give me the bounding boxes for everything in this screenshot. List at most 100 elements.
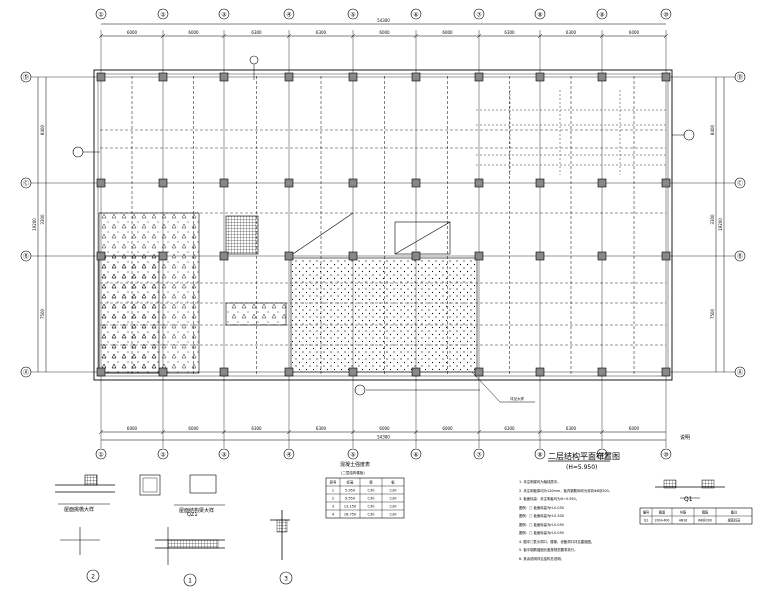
note-6: 图例：□ 板面标高为H-0.050	[519, 522, 564, 527]
dim-top-span-6: 6000	[442, 30, 453, 35]
opening-box	[394, 221, 451, 255]
axis-bubble-left-3	[20, 250, 32, 262]
right-table-label: Q1	[684, 496, 693, 503]
column-1-2	[96, 178, 106, 188]
detail-2-title: 屋面结构梁大样	[179, 508, 215, 514]
note-1: 1. 未注明梁均为轴线居中。	[519, 480, 561, 484]
dim-bottom-tick-1	[98, 429, 104, 435]
section-marker-right	[683, 129, 695, 141]
column-8-1	[535, 72, 545, 82]
building-outline	[93, 69, 673, 381]
dim-bottom-span-2: 6000	[188, 426, 199, 431]
section-marker-bottom	[354, 384, 366, 396]
axis-label-top-9: ⑨	[599, 12, 604, 19]
dim-right-span-3: 7500	[710, 308, 715, 319]
dim-top-tick-9	[599, 33, 605, 39]
detail-2-section	[189, 474, 217, 494]
note-5: 图例：□ 板面标高为H-0.300	[519, 514, 564, 518]
axis-label-top-2: ②	[160, 12, 166, 19]
column-10-3	[661, 251, 671, 261]
column-8-3	[535, 251, 545, 261]
axis-bubble-bottom-4	[283, 448, 295, 460]
column-9-1	[597, 72, 607, 82]
column-2-4	[158, 367, 168, 377]
axis-bubble-right-3	[734, 250, 746, 262]
axis-bubble-top-4	[283, 8, 295, 20]
axis-label-top-1: ①	[98, 12, 103, 19]
detail-1-beam	[84, 474, 98, 486]
axis-label-bottom-7: ⑦	[476, 452, 482, 459]
axis-label-bottom-2: ②	[160, 452, 166, 459]
axis-label-bottom-9: ⑨	[599, 452, 604, 459]
dim-bottom-tick-6	[413, 429, 419, 435]
dim-top-span-7: 6300	[504, 30, 515, 35]
axis-label-left-1: Ⓓ	[23, 74, 29, 82]
dim-top-span-8: 6300	[566, 30, 577, 35]
axis-bubble-bottom-1	[95, 448, 107, 460]
dim-bottom-tick-9	[599, 429, 605, 435]
strength-table-cell-4-3: C30	[368, 513, 375, 517]
note-7: 图例：□ 板面标高为H-0.050	[519, 531, 564, 535]
column-9-4	[597, 367, 607, 377]
building-inner-outline	[97, 73, 669, 377]
axis-label-right-4: Ⓐ	[737, 369, 743, 377]
note-10: 6. 其余说明详见结构总说明。	[519, 556, 564, 561]
detail-3-bubble	[279, 571, 293, 585]
north-mark: 说明	[680, 435, 691, 441]
axis-label-left-4: Ⓐ	[23, 369, 29, 377]
axis-label-bottom-6: ⑥	[413, 452, 418, 459]
note-9: 5. 板中钢筋锚固长度按规范要求执行。	[519, 548, 578, 552]
dim-left-span-1: 8400	[40, 124, 45, 135]
dim-top-tick-8	[537, 33, 543, 39]
axis-bubble-top-3	[218, 8, 230, 20]
dim-top-tick-3	[221, 33, 227, 39]
strength-table-header-2: 标高	[347, 480, 355, 485]
table-title: 混凝土强度表	[340, 462, 371, 468]
column-4-3	[284, 251, 294, 261]
dim-bottom-tick-5	[350, 429, 356, 435]
table-subtitle: (二层结构楼板)	[341, 471, 365, 475]
note-4: 图例：□ 板面标高为H-0.050	[519, 505, 564, 510]
dim-top-tick-10	[663, 33, 669, 39]
dim-top-span-9: 6000	[629, 30, 640, 35]
strength-table-cell-1-2: 5.950	[345, 489, 355, 493]
detail-2-column-inner	[142, 477, 158, 493]
strength-table-cell-3-4: C30	[390, 505, 397, 509]
axis-label-right-1: Ⓓ	[737, 74, 743, 82]
right-table-header-2: 截面	[659, 510, 665, 515]
strength-table-header-1: 层号	[330, 480, 338, 485]
column-3-2	[219, 178, 229, 188]
detail-2-bubble	[183, 573, 197, 587]
right-detail-beam-a	[663, 479, 677, 489]
strength-table-cell-4-1: 4	[332, 513, 335, 517]
dim-left-total: 19200	[32, 218, 37, 231]
axis-label-bottom-3: ③	[221, 452, 226, 459]
column-9-3	[597, 251, 607, 261]
strength-table-frame	[325, 477, 405, 519]
note-3: 3. 板面标高：未注明者均为H=5.950。	[519, 497, 580, 501]
column-6-2	[411, 178, 421, 188]
axis-bubble-bottom-3	[218, 448, 230, 460]
strength-table-header-3: 梁	[369, 480, 373, 485]
plan-title: 二层结构平面布置图	[548, 452, 620, 461]
column-9-2	[597, 178, 607, 188]
strength-table-cell-2-2: 9.550	[345, 497, 355, 501]
strength-table-cell-2-3: C30	[368, 497, 375, 501]
dim-right-span-2: 3300	[710, 214, 715, 225]
axis-bubble-top-1	[95, 8, 107, 20]
column-2-2	[158, 178, 168, 188]
column-3-4	[219, 367, 229, 377]
axis-bubble-bottom-7	[473, 448, 485, 460]
callout-leader	[471, 371, 501, 403]
right-table-cell-5: 梁底标高	[728, 518, 741, 523]
column-1-4	[96, 367, 106, 377]
column-7-1	[474, 72, 484, 82]
strength-table-header-4: 板	[391, 480, 395, 485]
column-1-3	[96, 251, 106, 261]
column-5-4	[348, 367, 358, 377]
axis-bubble-top-6	[410, 8, 422, 20]
axis-bubble-right-4	[734, 366, 746, 378]
dim-bottom-span-1: 6000	[127, 426, 138, 431]
column-4-1	[284, 72, 294, 82]
dim-bottom-tick-4	[286, 429, 292, 435]
